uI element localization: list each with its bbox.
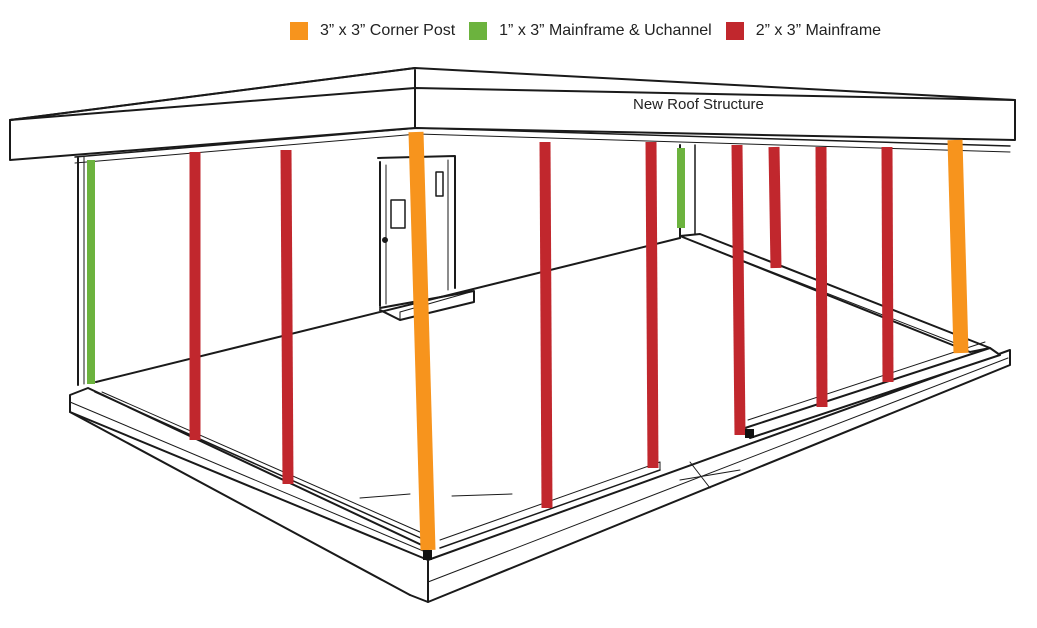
- legend-item-corner-post: 3” x 3” Corner Post: [290, 22, 455, 40]
- foundation-left: [69, 387, 429, 561]
- legend-swatch-orange: [290, 22, 308, 40]
- legend: 3” x 3” Corner Post 1” x 3” Mainframe & …: [290, 20, 895, 42]
- mainframe-post: [731, 144, 746, 436]
- mainframe-post: [815, 146, 828, 408]
- legend-swatch-red: [725, 22, 744, 40]
- legend-label: 2” x 3” Mainframe: [755, 22, 882, 39]
- foundation-right: [679, 233, 1001, 439]
- mainframe-post: [768, 146, 782, 269]
- legend-swatch-green: [469, 22, 488, 40]
- legend-item-uchannel: 1” x 3” Mainframe & Uchannel: [469, 22, 712, 40]
- roof-slab: [9, 67, 1016, 164]
- post-foot: [745, 429, 754, 438]
- posts: [87, 131, 969, 560]
- mainframe-post: [539, 141, 553, 509]
- mainframe-post: [280, 149, 294, 485]
- legend-item-mainframe: 2” x 3” Mainframe: [725, 22, 882, 40]
- legend-label: 1” x 3” Mainframe & Uchannel: [499, 22, 712, 39]
- roof-label: New Roof Structure: [633, 96, 764, 113]
- post-foot: [423, 550, 432, 560]
- floor-lines: [359, 461, 741, 499]
- corner-post: [408, 131, 436, 551]
- corner-post: [947, 139, 969, 354]
- mainframe-post: [881, 146, 894, 383]
- mainframe-post: [645, 141, 659, 469]
- legend-label: 3” x 3” Corner Post: [320, 22, 456, 39]
- foundation-front: [69, 349, 1011, 603]
- door: [377, 155, 475, 321]
